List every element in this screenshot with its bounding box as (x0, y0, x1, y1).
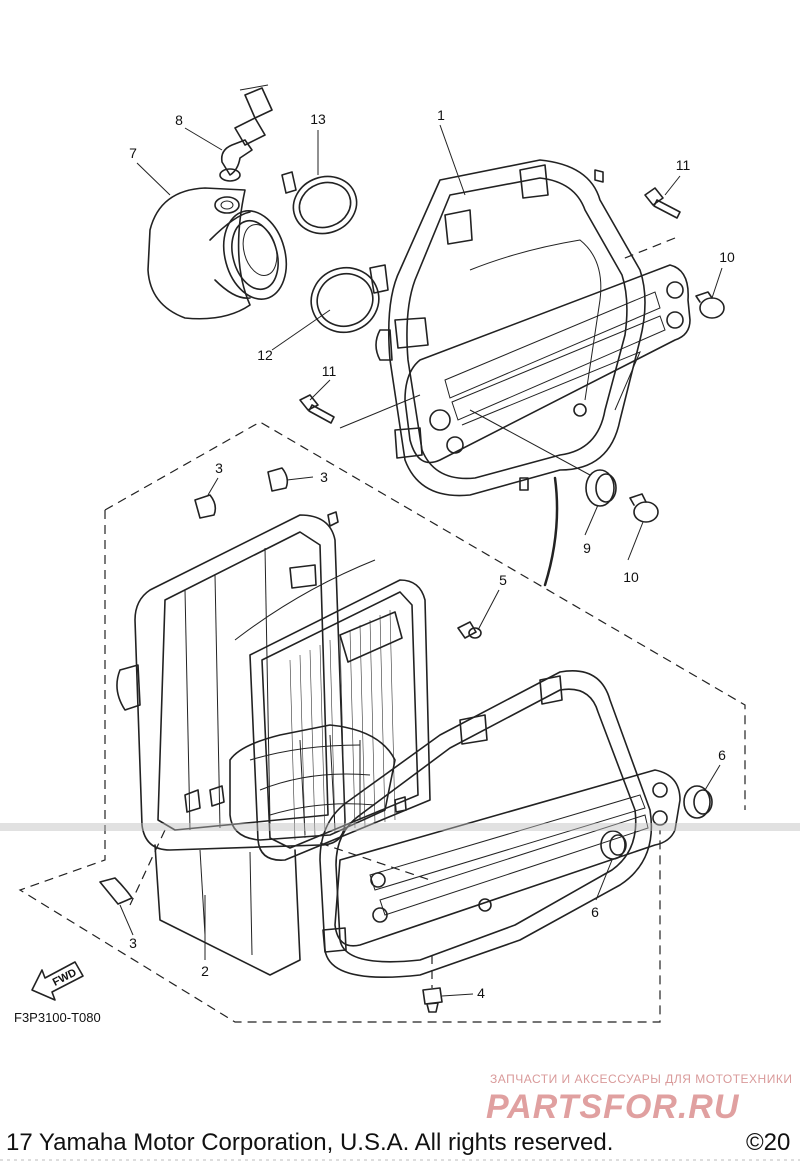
bolts (299, 187, 681, 424)
callout-8: 8 (175, 112, 183, 128)
copyright-text: 17 Yamaha Motor Corporation, U.S.A. All … (6, 1129, 613, 1156)
air-cleaner-case-assembly (375, 159, 691, 497)
callout-1: 1 (437, 107, 445, 123)
callout-3-top-left: 3 (215, 460, 223, 476)
callout-2: 2 (201, 963, 209, 979)
air-cleaner-cover (319, 670, 681, 978)
callout-9: 9 (583, 540, 591, 556)
callout-13: 13 (310, 111, 326, 127)
watermark-tagline: ЗАПЧАСТИ И АКСЕССУАРЫ ДЛЯ МОТОТЕХНИКИ (490, 1072, 792, 1086)
callout-11-top: 11 (676, 157, 691, 173)
intake-joint (147, 187, 288, 320)
callout-11-left: 11 (322, 363, 337, 379)
hose-clamps (281, 171, 389, 334)
breather-pipe (219, 84, 273, 182)
callout-10-top: 10 (719, 249, 735, 265)
leader-lines (119, 124, 723, 997)
air-cleaner-case-lower (116, 511, 346, 976)
diagram-code: F3P3100-T080 (14, 1010, 101, 1025)
watermark-brand: PARTSFOR.RU (486, 1088, 740, 1126)
callout-5: 5 (499, 572, 507, 588)
watermark: ЗАПЧАСТИ И АКСЕССУАРЫ ДЛЯ МОТОТЕХНИКИ PA… (486, 1072, 792, 1126)
callout-10-bottom: 10 (623, 569, 639, 585)
grommets-collars (585, 291, 725, 523)
callout-6-right: 6 (718, 747, 726, 763)
copyright-year-fragment: ©20 (746, 1129, 790, 1156)
callout-4: 4 (477, 985, 485, 1001)
callout-12: 12 (257, 347, 273, 363)
scan-artifact-band (0, 823, 800, 831)
callout-7: 7 (129, 145, 137, 161)
callout-3-top-right: 3 (320, 469, 328, 485)
forward-arrow: FWD (31, 961, 84, 1001)
air-filter-element (234, 559, 431, 861)
callout-labels: 1 7 8 13 11 10 12 11 9 10 3 3 5 6 6 4 3 … (129, 107, 735, 1001)
callout-6-lower: 6 (591, 904, 599, 920)
callout-3-bottom: 3 (129, 935, 137, 951)
